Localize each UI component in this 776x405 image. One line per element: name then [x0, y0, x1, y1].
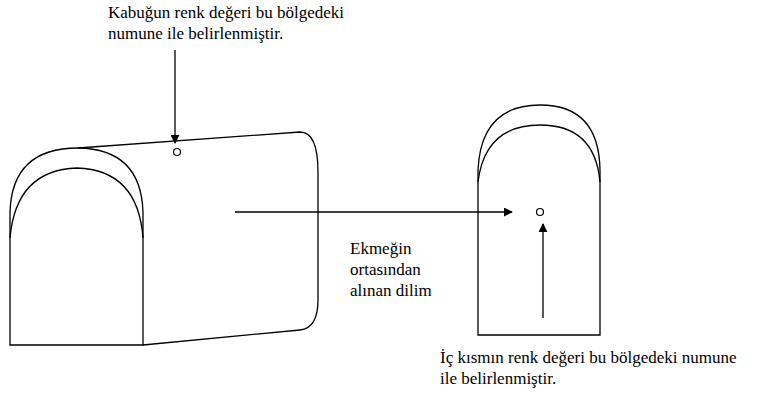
- bread-slice: [478, 105, 600, 335]
- crust-sample-point: [174, 149, 181, 156]
- slice-arrow: [235, 211, 512, 212]
- slice-note: Ekmeğin ortasından alınan dilim: [350, 238, 440, 301]
- bread-loaf: [10, 132, 318, 345]
- crust-note: Kabuğun renk değeri bu bölgedeki numune …: [108, 2, 383, 44]
- crumb-note: İç kısmın renk değeri bu bölgedeki numun…: [440, 347, 740, 389]
- crumb-sample-point: [537, 209, 544, 216]
- leader-arrow: [542, 224, 543, 318]
- leader-arrow: [174, 50, 175, 143]
